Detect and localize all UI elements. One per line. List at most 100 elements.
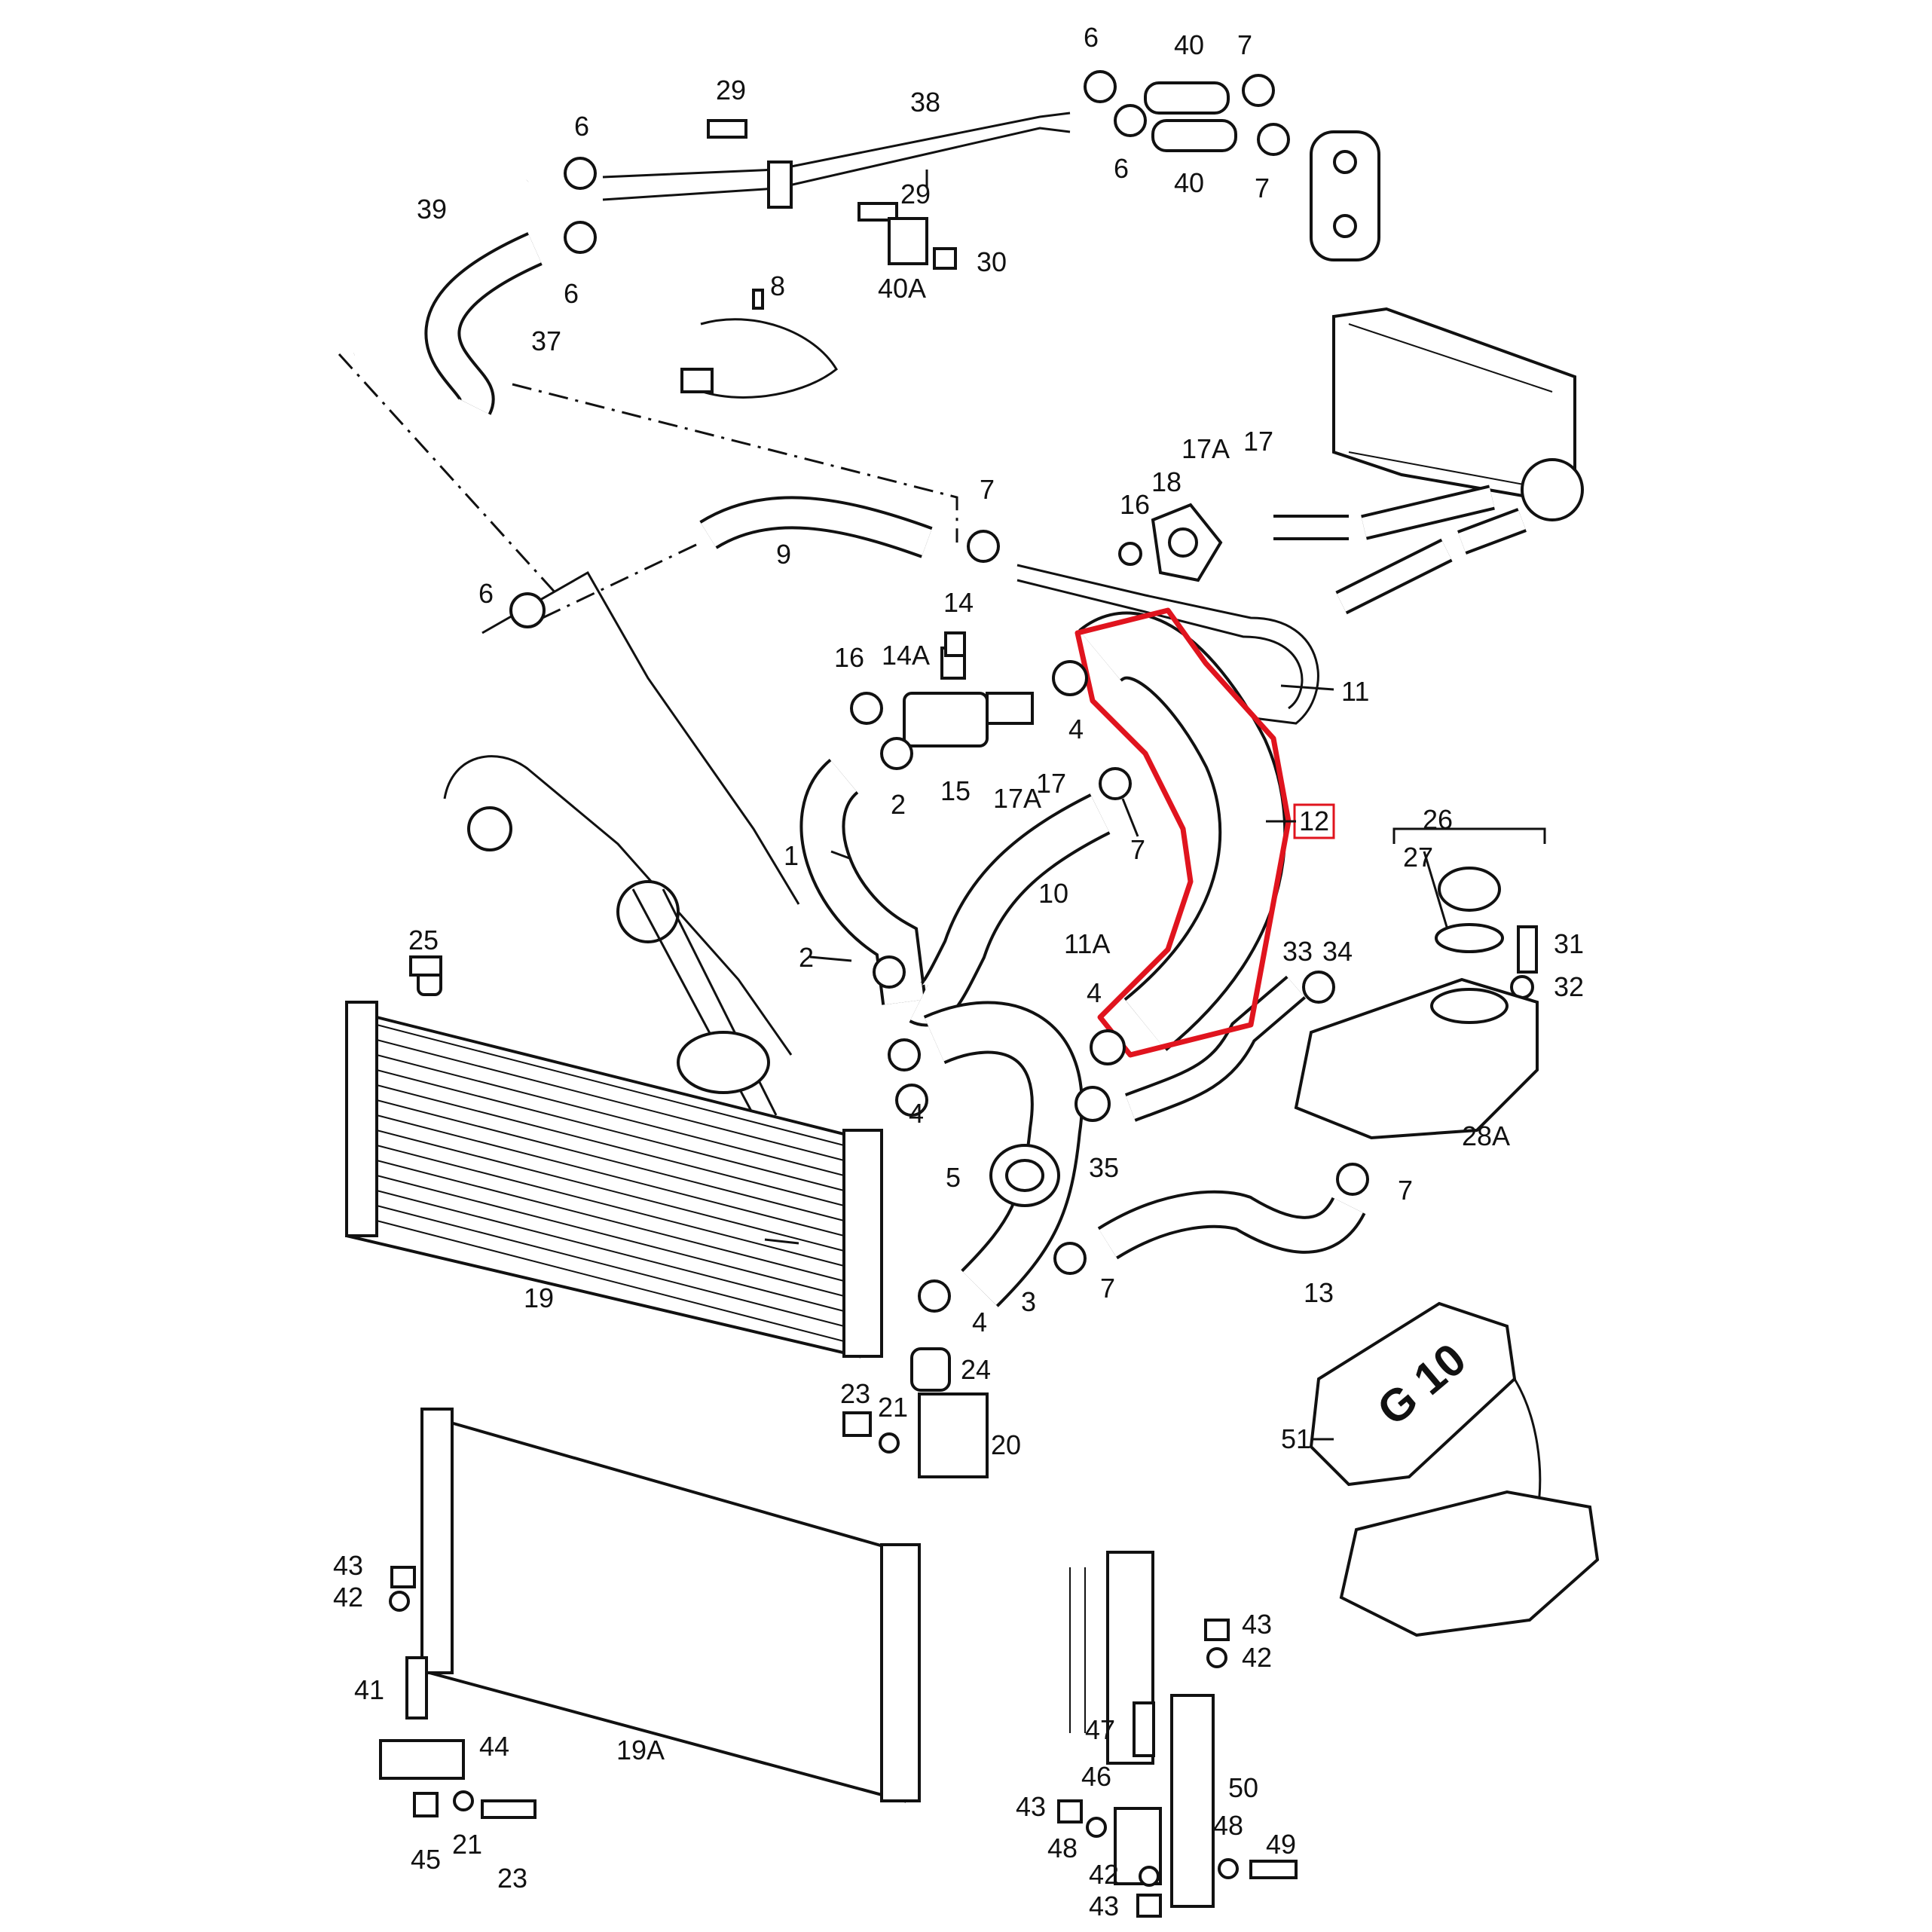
hose-13 <box>1097 1190 1366 1260</box>
radiator-fin <box>376 1130 845 1252</box>
label-7a: 7 <box>1237 29 1252 60</box>
label-40b: 40 <box>1174 167 1204 198</box>
label-14a: 14A <box>882 640 930 671</box>
washer-42a <box>389 1591 410 1612</box>
label-17b: 17 <box>1243 426 1273 457</box>
radiator-fin <box>376 1054 845 1176</box>
label-16b: 16 <box>1120 489 1150 520</box>
label-6e: 6 <box>478 578 494 609</box>
label-43b: 43 <box>1242 1609 1272 1640</box>
label-19a: 19A <box>616 1735 665 1765</box>
label-44: 44 <box>479 1731 509 1762</box>
clamps <box>509 70 1369 1313</box>
label-47: 47 <box>1085 1714 1115 1745</box>
hose-lower-33 <box>1124 975 1307 1122</box>
hose-10 <box>909 793 1111 1027</box>
radiator-fin <box>376 1114 845 1237</box>
label-18: 18 <box>1151 466 1182 497</box>
label-7d: 7 <box>1130 834 1145 865</box>
label-20: 20 <box>991 1429 1021 1460</box>
label-4b: 4 <box>1087 977 1102 1008</box>
label-26: 26 <box>1423 804 1453 835</box>
label-12: 12 <box>1299 806 1329 836</box>
label-45: 45 <box>411 1844 441 1875</box>
label-40c: 40A <box>878 273 926 304</box>
label-4a: 4 <box>1068 714 1084 744</box>
hose-37 <box>424 232 543 415</box>
label-8: 8 <box>770 271 785 301</box>
label-7b: 7 <box>1255 173 1270 203</box>
sender-14 <box>944 631 966 657</box>
grommet-25 <box>409 955 442 977</box>
label-3: 3 <box>1021 1286 1036 1317</box>
label-29a: 29 <box>716 75 746 105</box>
label-42a: 42 <box>333 1582 363 1613</box>
label-43c: 43 <box>1016 1791 1046 1822</box>
coupling-5 <box>989 1144 1060 1207</box>
label-33: 33 <box>1282 936 1313 967</box>
label-6c: 6 <box>574 111 589 142</box>
label-17ab: 17A <box>1182 433 1230 464</box>
assembly-line-mid <box>512 383 958 543</box>
label-48b: 48 <box>1213 1810 1243 1841</box>
bracket-50 <box>1170 1694 1215 1908</box>
label-19: 19 <box>524 1282 554 1313</box>
thermostat-housing-15 <box>903 647 1034 747</box>
part-labels: 1 2 2 3 4 4 4 4 5 6 6 6 6 6 7 7 7 7 7 7 … <box>333 22 1584 1921</box>
washer-48b <box>1218 1858 1239 1879</box>
assembly-line-left <box>338 353 559 597</box>
hardware <box>379 119 1538 1918</box>
flange-18 <box>1151 503 1223 582</box>
bolt-49 <box>1249 1860 1298 1879</box>
label-30: 30 <box>977 246 1007 277</box>
label-21b: 21 <box>452 1829 482 1860</box>
label-7f: 7 <box>1100 1273 1115 1304</box>
bolt-29a <box>707 119 747 139</box>
nut-43b <box>1204 1619 1230 1641</box>
radiator-fin <box>376 1175 845 1297</box>
label-28a: 28A <box>1462 1120 1510 1151</box>
label-6d: 6 <box>564 278 579 309</box>
nut-43d <box>1136 1894 1162 1918</box>
label-17a: 17 <box>1036 768 1066 799</box>
label-24: 24 <box>961 1354 991 1385</box>
bolt-23a <box>842 1411 872 1437</box>
radiator-fin <box>376 1099 845 1221</box>
label-50: 50 <box>1228 1772 1258 1803</box>
radiator-fin <box>376 1190 845 1312</box>
washer-21a <box>879 1432 900 1454</box>
nut-30 <box>933 247 957 270</box>
label-14: 14 <box>943 587 974 618</box>
label-42b: 42 <box>1242 1642 1272 1673</box>
seal-27 <box>1435 923 1504 953</box>
radiator-fin <box>376 1220 845 1342</box>
hose-40-lower <box>1151 119 1237 152</box>
o-ring-16 <box>850 692 883 725</box>
nut-45 <box>413 1792 439 1817</box>
stud-47 <box>1133 1701 1155 1757</box>
label-25: 25 <box>408 925 439 955</box>
o-ring-16-upper <box>1118 542 1142 566</box>
label-9: 9 <box>776 539 791 570</box>
radiator-fin <box>376 1039 845 1161</box>
label-39: 39 <box>417 194 447 225</box>
label-2b: 2 <box>799 942 814 973</box>
label-1: 1 <box>784 840 799 871</box>
label-16a: 16 <box>834 642 864 673</box>
washer-42c <box>1139 1866 1160 1887</box>
coolant-can-51: G 10 <box>1309 1301 1600 1637</box>
label-11a: 11A <box>1064 928 1110 959</box>
pipe-11 <box>1016 564 1319 725</box>
label-43a: 43 <box>333 1550 363 1581</box>
label-38: 38 <box>910 87 940 118</box>
label-17aa: 17A <box>993 783 1041 814</box>
label-42c: 42 <box>1089 1859 1119 1890</box>
heater-hoses <box>1273 485 1527 615</box>
bracket-20 <box>918 1392 989 1478</box>
heater-flange <box>1310 130 1380 261</box>
hose-39 <box>347 170 538 368</box>
label-27: 27 <box>1403 842 1433 873</box>
hose-1 <box>799 758 927 1005</box>
nut-43c <box>1057 1799 1083 1823</box>
